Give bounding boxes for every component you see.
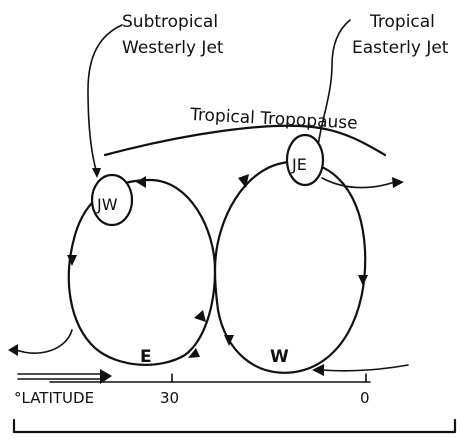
left-cell-rise-arrowhead	[194, 310, 206, 322]
left-circulation-cell	[69, 180, 215, 365]
surface-westerly-label: W	[270, 347, 289, 367]
right-cell-side-arrowhead	[358, 275, 368, 286]
latitude-tick-label-0: 0	[360, 389, 370, 407]
tropopause-label: Tropical Tropopause	[189, 105, 359, 134]
easterly-outflow-arrow	[322, 178, 395, 188]
latitude-axis-label: °LATITUDE	[14, 389, 94, 407]
tropical-easterly-jet-label-line2: Easterly Jet	[352, 38, 449, 58]
right-surface-inflow-arrow	[322, 365, 408, 371]
left-surface-outflow-arrow	[16, 330, 72, 353]
right-circulation-cell	[215, 162, 365, 373]
easterly-outflow-arrowhead	[392, 177, 404, 188]
bottom-bracket	[14, 420, 455, 432]
left-cell-top-arrowhead	[136, 176, 146, 188]
latitude-tick-label-30: 30	[160, 389, 179, 407]
left-surface-outflow-arrowhead	[8, 344, 18, 356]
easterly-jet-symbol: JE	[291, 155, 307, 174]
westerly-jet-symbol: JW	[96, 195, 118, 214]
subtropical-jet-label-line2: Westerly Jet	[122, 38, 224, 58]
right-cell-top-arrowhead	[238, 174, 249, 188]
subtropical-jet-leader-arrowhead	[92, 168, 101, 178]
surface-easterly-label: E	[140, 347, 152, 367]
subtropical-jet-label-line1: Subtropical	[122, 12, 218, 32]
subtropical-jet-leader	[88, 25, 122, 170]
tropical-easterly-jet-label-line1: Tropical	[369, 12, 435, 32]
